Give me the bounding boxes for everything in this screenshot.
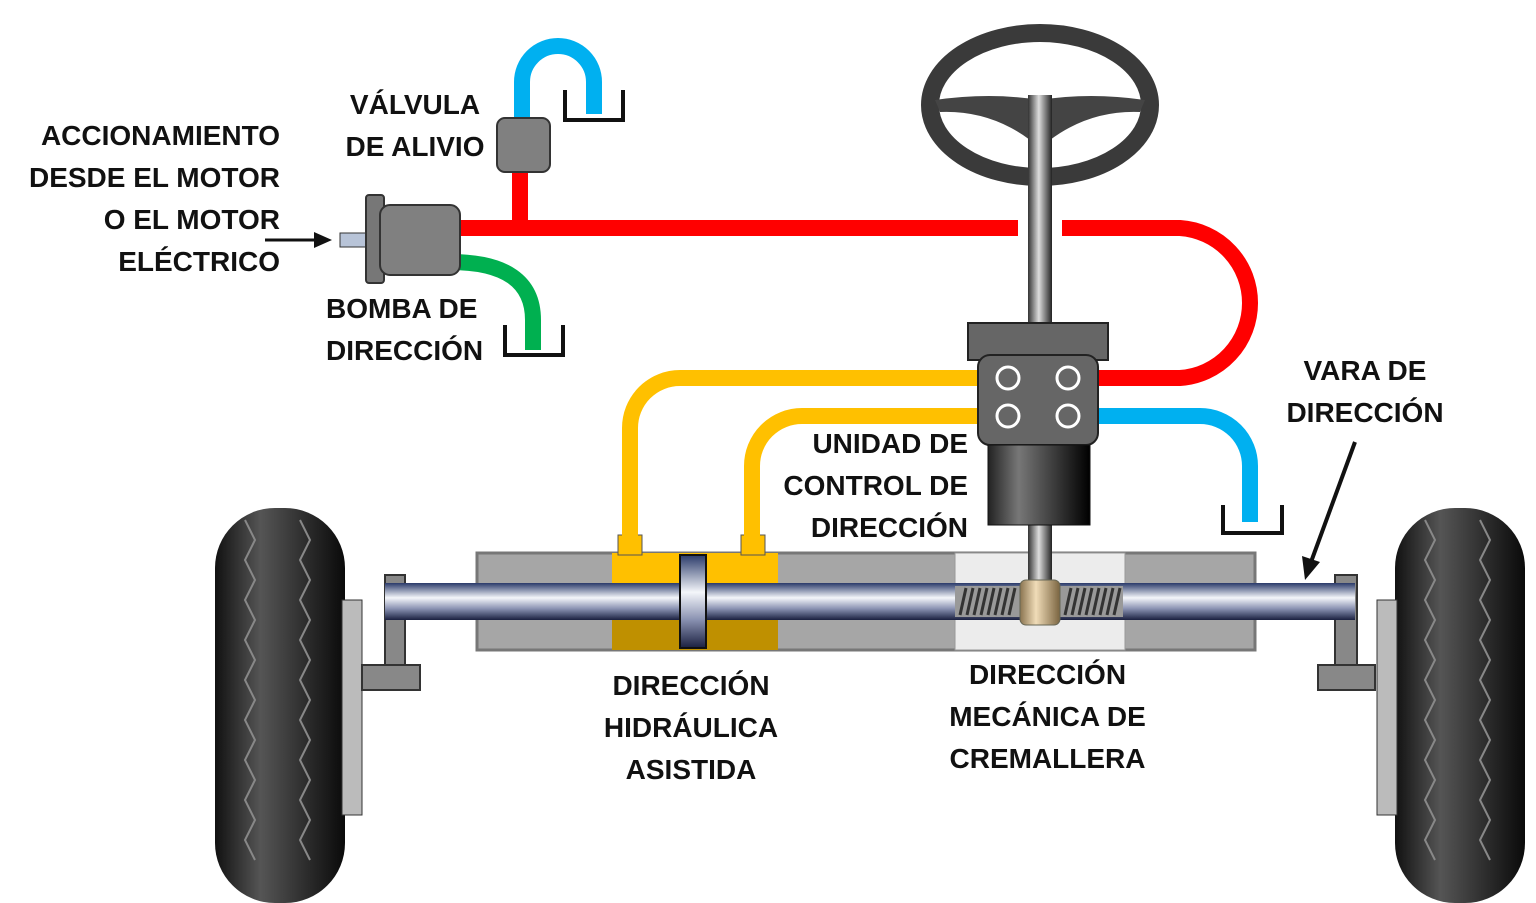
- relief-valve: [496, 117, 551, 173]
- rack-tooth: [965, 587, 975, 616]
- rack-tooth: [972, 587, 982, 616]
- rack-tooth: [1112, 587, 1122, 616]
- tie-rod-arrow: [1302, 441, 1357, 580]
- label-pump: BOMBA DE DIRECCIÓN: [326, 293, 484, 366]
- rack-tooth: [1098, 587, 1108, 616]
- steering-pump: [339, 194, 461, 284]
- rack-tooth: [979, 587, 989, 616]
- tie-rod: [385, 583, 1355, 620]
- drive-arrow: [265, 232, 332, 248]
- return-line: [1068, 408, 1258, 522]
- label-tie-rod: VARA DE DIRECCIÓN: [1286, 355, 1444, 428]
- rack-tooth: [993, 587, 1003, 616]
- suction-line: [449, 254, 541, 350]
- port-blue: [1055, 403, 1081, 429]
- rack-tooth: [1063, 587, 1073, 616]
- pinion-shaft: [1028, 520, 1052, 590]
- right-wheel: [1376, 508, 1525, 903]
- label-drive: ACCIONAMIENTO DESDE EL MOTOR O EL MOTOR …: [28, 120, 280, 277]
- steering-control-unit: [967, 322, 1109, 526]
- rack-tooth: [1000, 587, 1010, 616]
- rack-tooth: [1077, 587, 1087, 616]
- pinion-gear: [1019, 579, 1061, 626]
- left-wheel: [215, 508, 363, 903]
- rack-tooth: [986, 587, 996, 616]
- label-control-unit: UNIDAD DE CONTROL DE DIRECCIÓN: [783, 428, 968, 543]
- rack-tooth: [958, 587, 968, 616]
- valve-return-line: [514, 38, 602, 120]
- rack-tooth: [1007, 587, 1017, 616]
- yellow-line-inner: [744, 408, 1008, 540]
- port-yellow-1: [995, 365, 1021, 391]
- reservoir-valve: [563, 90, 625, 122]
- yellow-line-outer: [622, 370, 1008, 540]
- port-yellow-2: [995, 403, 1021, 429]
- rack-tooth: [1105, 587, 1115, 616]
- reservoir-pump: [503, 325, 565, 357]
- piston: [679, 554, 707, 649]
- pressure-line: [455, 220, 1259, 386]
- label-hydraulic: DIRECCIÓN HIDRÁULICA ASISTIDA: [603, 670, 779, 785]
- label-rack: DIRECCIÓN MECÁNICA DE CREMALLERA: [949, 659, 1146, 774]
- rack-tooth: [1091, 587, 1101, 616]
- reservoir-control: [1221, 505, 1284, 535]
- port-red: [1055, 365, 1081, 391]
- steering-column: [1028, 95, 1052, 325]
- label-relief-valve: VÁLVULA DE ALIVIO: [345, 89, 485, 162]
- hydraulic-lines: [449, 38, 1259, 540]
- rack-tooth: [1084, 587, 1094, 616]
- rack-tooth: [1070, 587, 1080, 616]
